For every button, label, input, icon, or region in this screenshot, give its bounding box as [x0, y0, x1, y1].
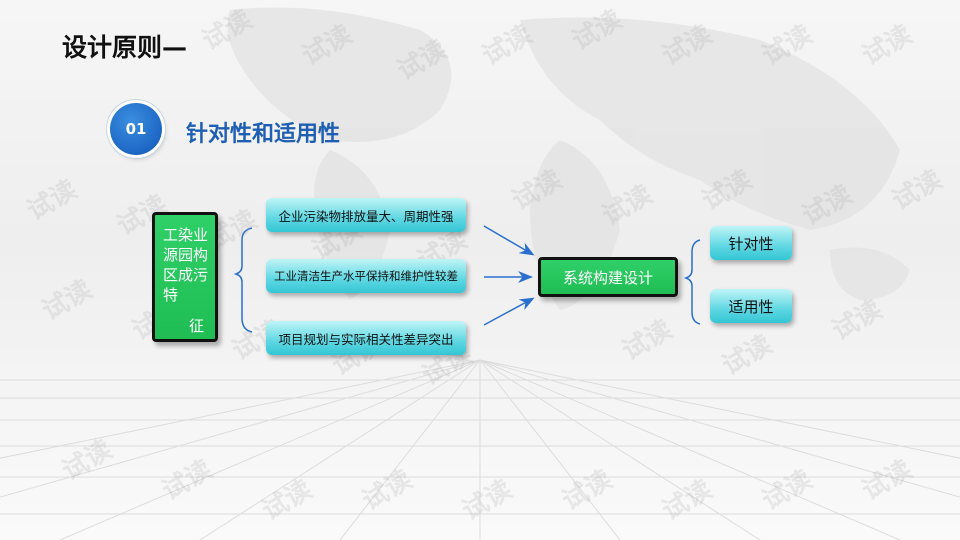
feature-item-1[interactable]: 企业污染物排放量大、周期性强 — [266, 198, 466, 232]
arrow-bottom — [483, 297, 535, 326]
right-bracket — [683, 239, 701, 325]
section-title: 针对性和适用性 — [186, 122, 341, 147]
section-number-badge: 01 — [110, 103, 162, 155]
arrow-top — [483, 225, 535, 256]
principle-item-applicable[interactable]: 适用性 — [710, 289, 792, 323]
feature-item-3[interactable]: 项目规划与实际相关性差异突出 — [266, 321, 466, 355]
system-design-box[interactable]: 系统构建设计 — [538, 257, 678, 297]
grid-floor — [0, 359, 960, 540]
feature-item-2[interactable]: 工业清洁生产水平保持和维护性较差 — [266, 259, 466, 293]
pollution-features-text-tail: 征 — [189, 317, 205, 335]
page-title: 设计原则— — [62, 33, 188, 62]
pollution-features-box[interactable]: 工染业源园构区成污特 征 — [152, 212, 218, 342]
pollution-features-text: 工染业源园构区成污特 — [163, 226, 209, 304]
principle-item-targeted[interactable]: 针对性 — [710, 226, 792, 260]
world-map-silhouette — [227, 7, 910, 310]
left-bracket — [233, 227, 253, 333]
